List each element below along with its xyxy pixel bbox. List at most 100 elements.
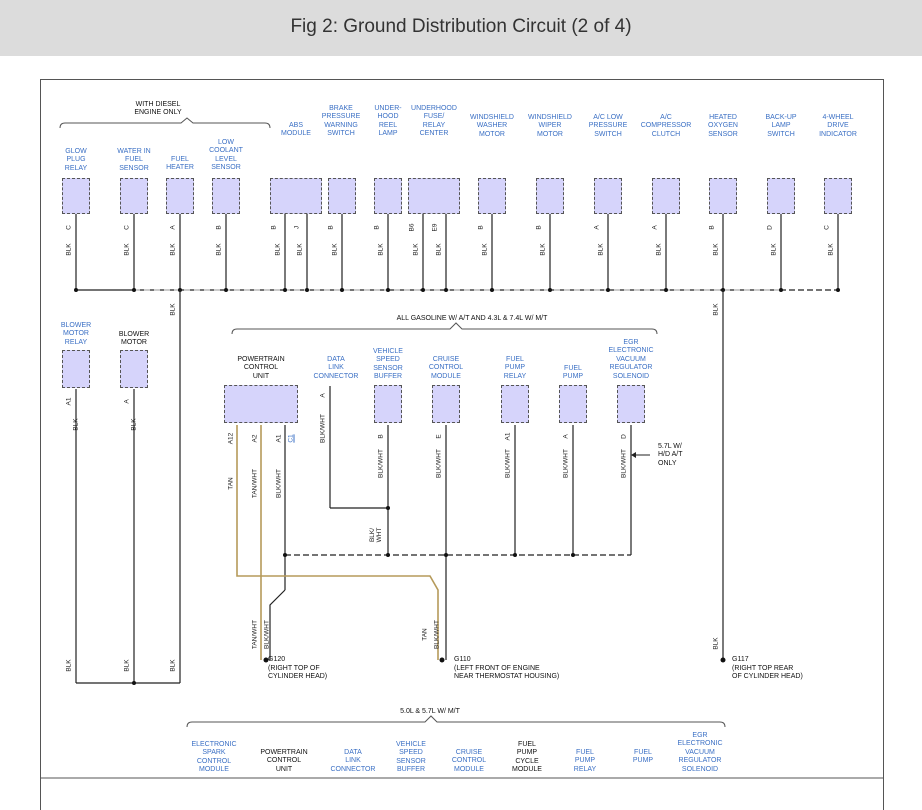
bottom-component-label-2: DATA LINK CONNECTOR	[330, 749, 376, 773]
top-component-box-7	[408, 178, 460, 214]
top-component-label-4: ABS MODULE	[281, 122, 311, 138]
top-component-box-1	[120, 178, 148, 214]
top-component-label-0: GLOW PLUG RELAY	[64, 148, 88, 172]
mid-component-label-8: EGR ELECTRONIC VACUUM REGULATOR SOLENOID	[608, 339, 654, 380]
top-component-label-14: 4-WHEEL DRIVE INDICATOR	[819, 114, 857, 138]
group-label-manual: 5.0L & 5.7L W/ M/T	[400, 708, 460, 715]
top-wire-14-0: BLK	[827, 243, 835, 256]
top-component-box-4	[270, 178, 322, 214]
top-splice-dot-9-0	[548, 288, 552, 292]
top-component-label-6: UNDER- HOOD REEL LAMP	[374, 105, 402, 138]
mid-wire-0-0: BLK	[72, 418, 80, 431]
mid-component-label-3: DATA LINK CONNECTOR	[313, 356, 359, 380]
top-component-box-12	[709, 178, 737, 214]
mid-component-box-2	[224, 385, 298, 423]
mid-component-label-0: BLOWER MOTOR RELAY	[60, 322, 92, 346]
note-engine-57: 5.7L W/ H/D A/T ONLY	[658, 443, 683, 467]
g117-upper-wire: BLK	[712, 303, 720, 316]
top-wire-12-0: BLK	[712, 243, 720, 256]
mid-wire-5-0: BLK/WHT	[435, 449, 443, 478]
bottom-component-label-5: FUEL PUMP CYCLE MODULE	[512, 741, 542, 774]
top-splice-dot-7-1	[444, 288, 448, 292]
top-wire-4-1: BLK	[296, 243, 304, 256]
top-splice-dot-6-0	[386, 288, 390, 292]
top-wire-5-0: BLK	[331, 243, 339, 256]
bottom-left-wire-1: BLK	[123, 659, 131, 672]
mid-pin-2-1: A2	[251, 434, 259, 443]
mid-wire-3-0: BLK/WHT	[319, 414, 327, 443]
top-wire-6-0: BLK	[377, 243, 385, 256]
top-component-label-5: BRAKE PRESSURE WARNING SWITCH	[321, 105, 361, 138]
mid-component-label-2: POWERTRAIN CONTROL UNIT	[237, 356, 285, 380]
top-wire-7-1: BLK	[435, 243, 443, 256]
mid-component-label-5: CRUISE CONTROL MODULE	[428, 356, 464, 380]
top-splice-dot-4-1	[305, 288, 309, 292]
mid-component-label-7: FUEL PUMP	[562, 365, 584, 381]
top-wire-2-0: BLK	[169, 243, 177, 256]
ground-feed-wire-0: TAN/WHT	[251, 619, 259, 650]
ground-g110-id: G110	[454, 656, 471, 663]
top-wire-4-0: BLK	[274, 243, 282, 256]
top-component-label-9: WINDSHIELD WIPER MOTOR	[528, 114, 572, 138]
top-component-label-11: A/C COMPRESSOR CLUTCH	[640, 114, 692, 138]
top-splice-dot-0-0	[74, 288, 78, 292]
ground-g120-id: G120	[268, 656, 286, 663]
top-component-box-0	[62, 178, 90, 214]
top-splice-dot-7-0	[421, 288, 425, 292]
top-splice-dot-11-0	[664, 288, 668, 292]
top-splice-dot-3-0	[224, 288, 228, 292]
ground-g117-desc: (RIGHT TOP REAR OF CYLINDER HEAD)	[732, 665, 803, 681]
ground-g120-desc: (RIGHT TOP OF CYLINDER HEAD)	[268, 665, 328, 681]
top-wire-9-0: BLK	[539, 243, 547, 256]
group-label-diesel: WITH DIESEL ENGINE ONLY	[134, 101, 182, 117]
top-wire-8-0: BLK	[481, 243, 489, 256]
top-component-box-9	[536, 178, 564, 214]
mid-component-label-4: VEHICLE SPEED SENSOR BUFFER	[373, 348, 403, 381]
mid-component-box-5	[432, 385, 460, 423]
top-wire-13-0: BLK	[770, 243, 778, 256]
top-splice-dot-10-0	[606, 288, 610, 292]
ground-g117-id: G117	[732, 656, 749, 663]
page-title: Fig 2: Ground Distribution Circuit (2 of…	[290, 16, 632, 37]
bottom-component-label-3: VEHICLE SPEED SENSOR BUFFER	[396, 741, 426, 774]
mid-pin-2-2: A1	[275, 434, 283, 443]
diagram-frame	[40, 79, 884, 810]
top-component-box-6	[374, 178, 402, 214]
top-component-label-1: WATER IN FUEL SENSOR	[117, 148, 151, 172]
group-label-gasoline: ALL GASOLINE W/ A/T AND 4.3L & 7.4L W/ M…	[396, 315, 548, 322]
mid-component-box-1	[120, 350, 148, 388]
top-splice-dot-4-0	[283, 288, 287, 292]
top-wire-1-0: BLK	[123, 243, 131, 256]
top-component-box-3	[212, 178, 240, 214]
mid-wire-2-2: BLK/WHT	[275, 469, 283, 498]
top-splice-dot-8-0	[490, 288, 494, 292]
mid-pin-3-0: A	[319, 393, 327, 398]
bottom-component-label-6: FUEL PUMP RELAY	[573, 749, 597, 773]
top-component-box-2	[166, 178, 194, 214]
mid-component-box-6	[501, 385, 529, 423]
top-wire-7-0: BLK	[412, 243, 420, 256]
bottom-component-label-1: POWERTRAIN CONTROL UNIT	[260, 749, 308, 773]
top-splice-dot-5-0	[340, 288, 344, 292]
top-component-box-11	[652, 178, 680, 214]
mid-pin-2-0: A12	[227, 432, 235, 445]
bottom-component-label-0: ELECTRONIC SPARK CONTROL MODULE	[191, 741, 237, 774]
top-component-box-14	[824, 178, 852, 214]
top-component-label-12: HEATED OXYGEN SENSOR	[708, 114, 738, 138]
mid-pin-2-3: C1	[287, 434, 295, 443]
top-wire-0-0: BLK	[65, 243, 73, 256]
bottom-component-label-7: FUEL PUMP	[632, 749, 654, 765]
top-component-label-8: WINDSHIELD WASHER MOTOR	[470, 114, 514, 138]
top-wire-11-0: BLK	[655, 243, 663, 256]
bottom-component-label-8: EGR ELECTRONIC VACUUM REGULATOR SOLENOID	[677, 732, 723, 773]
top-component-label-7: UNDERHOOD FUSE/ RELAY CENTER	[411, 105, 457, 138]
top-component-box-13	[767, 178, 795, 214]
bottom-component-label-4: CRUISE CONTROL MODULE	[451, 749, 487, 773]
ground-feed-wire-1: BLK/WHT	[263, 620, 271, 649]
mid-wire-8-0: BLK/WHT	[620, 449, 628, 478]
mid-component-box-7	[559, 385, 587, 423]
mid-wire-7-0: BLK/WHT	[562, 449, 570, 478]
mid-wire-4-0: BLK/WHT	[377, 449, 385, 478]
top-component-label-3: LOW COOLANT LEVEL SENSOR	[209, 139, 243, 172]
